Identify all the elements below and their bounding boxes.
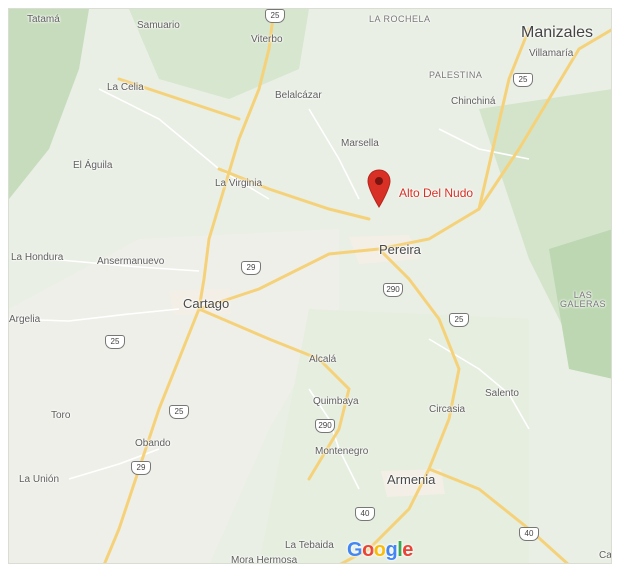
place-label-el-aguila: El Águila bbox=[73, 160, 113, 171]
place-label-marsella: Marsella bbox=[341, 138, 379, 149]
map-canvas[interactable]: Tatamá Samuario Viterbo LA ROCHELA Maniz… bbox=[8, 8, 612, 564]
road-shield: 29 bbox=[131, 461, 151, 475]
place-label-tatama: Tatamá bbox=[27, 14, 60, 25]
place-label-argelia: Argelia bbox=[9, 314, 41, 325]
place-label-circasia: Circasia bbox=[429, 404, 466, 415]
place-label-mora-hermosa: Mora Hermosa bbox=[231, 555, 298, 564]
place-label-samuario: Samuario bbox=[137, 20, 180, 31]
logo-letter: o bbox=[362, 539, 374, 561]
urban-armenia bbox=[381, 469, 445, 497]
place-label-quimbaya: Quimbaya bbox=[313, 396, 359, 407]
place-label-alcala: Alcalá bbox=[309, 354, 337, 365]
place-label-palestina: PALESTINA bbox=[429, 70, 483, 80]
map-pin-icon bbox=[367, 169, 391, 208]
place-label-belalcazar: Belalcázar bbox=[275, 90, 322, 101]
road-shield: 29 bbox=[241, 261, 261, 275]
place-label-la-union: La Unión bbox=[19, 474, 60, 485]
place-label-manizales: Manizales bbox=[521, 24, 594, 41]
road-shield: 40 bbox=[519, 527, 539, 541]
road-shield: 25 bbox=[449, 313, 469, 327]
road-shield: 25 bbox=[105, 335, 125, 349]
place-label-la-celia: La Celia bbox=[107, 82, 144, 93]
logo-letter: G bbox=[347, 539, 363, 561]
place-label-la-virginia: La Virginia bbox=[215, 178, 263, 189]
place-label-armenia: Armenia bbox=[387, 472, 436, 487]
place-label-la-rochela: LA ROCHELA bbox=[369, 14, 431, 24]
place-label-obando: Obando bbox=[135, 438, 171, 449]
road-shield: 25 bbox=[513, 73, 533, 87]
place-label-cal: Ca bbox=[599, 550, 612, 561]
forest-area-northwest bbox=[9, 9, 89, 199]
place-label-toro: Toro bbox=[51, 410, 71, 421]
logo-letter: e bbox=[402, 539, 413, 561]
place-label-cartago: Cartago bbox=[183, 296, 230, 311]
location-marker[interactable] bbox=[367, 169, 391, 209]
logo-letter: g bbox=[385, 539, 398, 561]
place-label-salento: Salento bbox=[485, 388, 519, 399]
forest-area-galeras bbox=[549, 229, 611, 379]
valley-area-south bbox=[259, 309, 529, 563]
logo-letter: l bbox=[397, 539, 403, 561]
road-shield: 25 bbox=[169, 405, 189, 419]
road-shield: 25 bbox=[265, 9, 285, 23]
place-label-la-tebaida: La Tebaida bbox=[285, 540, 334, 551]
logo-letter: o bbox=[373, 539, 386, 561]
map-terrain bbox=[9, 9, 611, 563]
google-logo: Google bbox=[347, 539, 413, 562]
place-label-ansermanuevo: Ansermanuevo bbox=[97, 256, 165, 267]
major-roads bbox=[103, 9, 611, 563]
forest-area-north bbox=[129, 9, 309, 99]
road-shield: 290 bbox=[383, 283, 403, 297]
place-label-villamaria: Villamaría bbox=[529, 48, 574, 59]
place-label-montenegro: Montenegro bbox=[315, 446, 369, 457]
place-label-chinchina: Chinchiná bbox=[451, 96, 496, 107]
place-label-pereira: Pereira bbox=[379, 242, 421, 257]
place-label-las-galeras: LAS GALERAS bbox=[559, 290, 607, 309]
road-shield: 290 bbox=[315, 419, 335, 433]
valley-area bbox=[9, 229, 339, 563]
place-label-la-hondura: La Hondura bbox=[11, 252, 64, 263]
place-label-viterbo: Viterbo bbox=[251, 34, 283, 45]
marker-label: Alto Del Nudo bbox=[399, 186, 474, 200]
road-shield: 40 bbox=[355, 507, 375, 521]
